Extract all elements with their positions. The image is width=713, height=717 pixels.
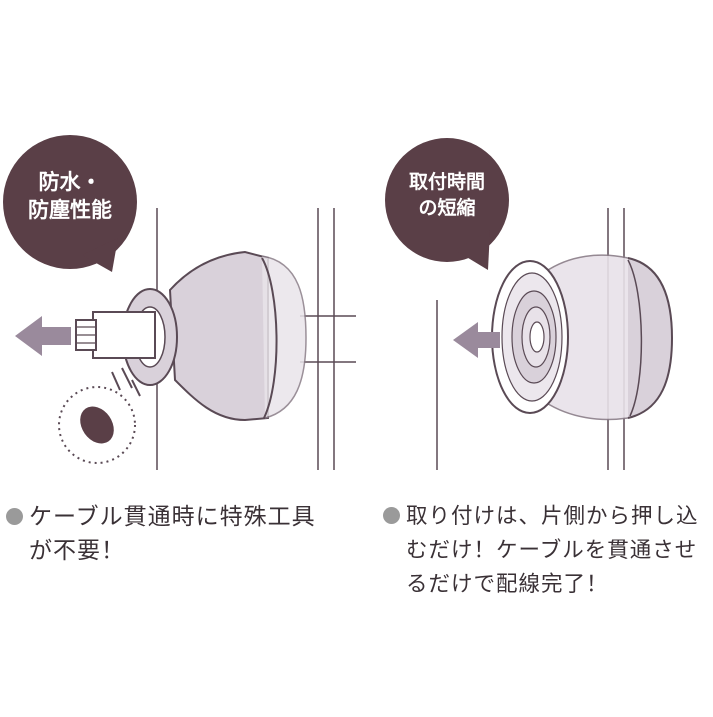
right-panel-illustration — [385, 138, 674, 470]
right-bubble-text: 取付時間 の短縮 — [397, 170, 497, 221]
right-bubble-line1: 取付時間 — [408, 171, 485, 193]
left-caption-line2: が不要！ — [29, 538, 125, 564]
left-panel-illustration — [3, 135, 356, 470]
left-cable — [75, 311, 156, 359]
dust-particle-icon — [58, 367, 141, 464]
right-grommet — [491, 254, 674, 421]
left-bubble-text: 防水・ 防塵性能 — [20, 168, 120, 225]
left-bubble-line2: 防塵性能 — [28, 198, 112, 223]
right-arrow-icon — [453, 322, 500, 358]
right-bubble-line2: の短縮 — [418, 196, 476, 219]
left-bubble-line1: 防水・ — [38, 170, 102, 194]
left-arrow-icon — [15, 316, 71, 356]
bullet-dot-icon — [383, 507, 400, 524]
right-caption-line3: るだけで配線完了！ — [406, 572, 609, 597]
left-caption: ケーブル貫通時に特殊工具 が不要！ — [6, 500, 346, 568]
bullet-dot-icon — [6, 508, 23, 525]
right-speech-bubble — [385, 138, 509, 270]
left-speech-bubble — [3, 135, 137, 272]
right-caption-line1: 取り付けは、片側から押し込 — [406, 504, 699, 529]
right-caption-line2: むだけ！ケーブルを貫通させ — [406, 538, 698, 563]
right-caption: 取り付けは、片側から押し込 むだけ！ケーブルを貫通させ るだけで配線完了！ — [383, 500, 711, 602]
left-caption-line1: ケーブル貫通時に特殊工具 — [29, 504, 316, 530]
